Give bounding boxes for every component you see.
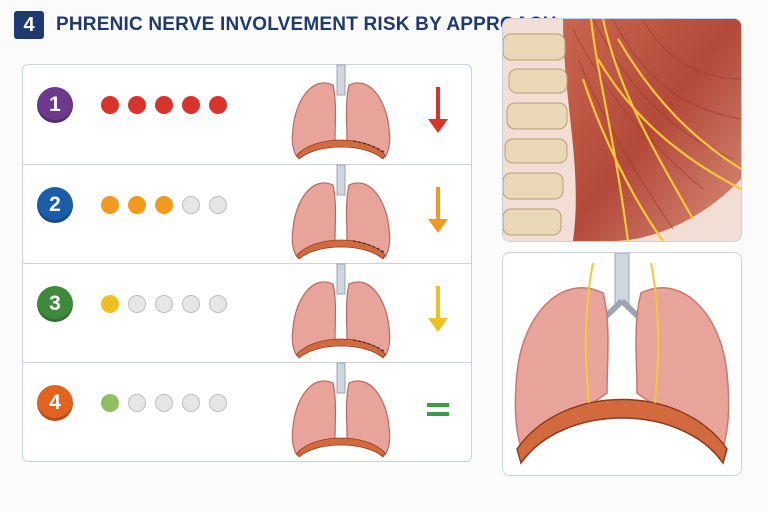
down-arrow-icon	[423, 83, 453, 139]
approach-row: 4	[23, 362, 471, 461]
risk-dots	[101, 295, 227, 313]
risk-dots	[101, 96, 227, 114]
equal-sign-icon	[423, 381, 453, 437]
risk-dot-filled	[101, 96, 119, 114]
risk-dot-filled	[101, 394, 119, 412]
risk-dots	[101, 394, 227, 412]
page-title: PHRENIC NERVE INVOLVEMENT RISK BY APPROA…	[56, 14, 557, 35]
risk-dots	[101, 196, 227, 214]
risk-dot-filled	[128, 96, 146, 114]
neck-anatomy-image	[503, 19, 741, 241]
risk-dot-filled	[101, 295, 119, 313]
lungs-diaphragm-panel	[502, 252, 742, 476]
risk-dot-empty	[155, 394, 173, 412]
risk-dot-empty	[209, 196, 227, 214]
risk-dot-empty	[128, 394, 146, 412]
approach-row: 3	[23, 263, 471, 362]
approach-number-badge: 1	[37, 87, 73, 123]
down-arrow-icon	[423, 282, 453, 338]
risk-dot-empty	[182, 196, 200, 214]
approach-number-badge: 4	[37, 385, 73, 421]
risk-dot-empty	[209, 295, 227, 313]
lungs-icon	[291, 64, 391, 160]
risk-dot-empty	[182, 295, 200, 313]
risk-dot-empty	[209, 394, 227, 412]
lungs-icon	[291, 164, 391, 260]
approach-row: 2	[23, 164, 471, 263]
down-arrow-icon	[423, 183, 453, 239]
step-badge: 4	[14, 11, 44, 39]
risk-dot-empty	[128, 295, 146, 313]
neck-anatomy-panel	[502, 18, 742, 242]
lungs-icon	[291, 263, 391, 359]
risk-table: 1 2 3 4	[22, 64, 472, 462]
risk-dot-filled	[155, 96, 173, 114]
approach-number-badge: 3	[37, 286, 73, 322]
risk-dot-filled	[182, 96, 200, 114]
risk-dot-filled	[101, 196, 119, 214]
risk-dot-filled	[128, 196, 146, 214]
risk-dot-filled	[209, 96, 227, 114]
lungs-icon	[291, 362, 391, 458]
risk-dot-empty	[182, 394, 200, 412]
risk-dot-filled	[155, 196, 173, 214]
approach-number-badge: 2	[37, 187, 73, 223]
risk-dot-empty	[155, 295, 173, 313]
header: 4 PHRENIC NERVE INVOLVEMENT RISK BY APPR…	[14, 10, 557, 40]
lungs-diaphragm-image	[503, 253, 741, 475]
approach-row: 1	[23, 64, 471, 163]
